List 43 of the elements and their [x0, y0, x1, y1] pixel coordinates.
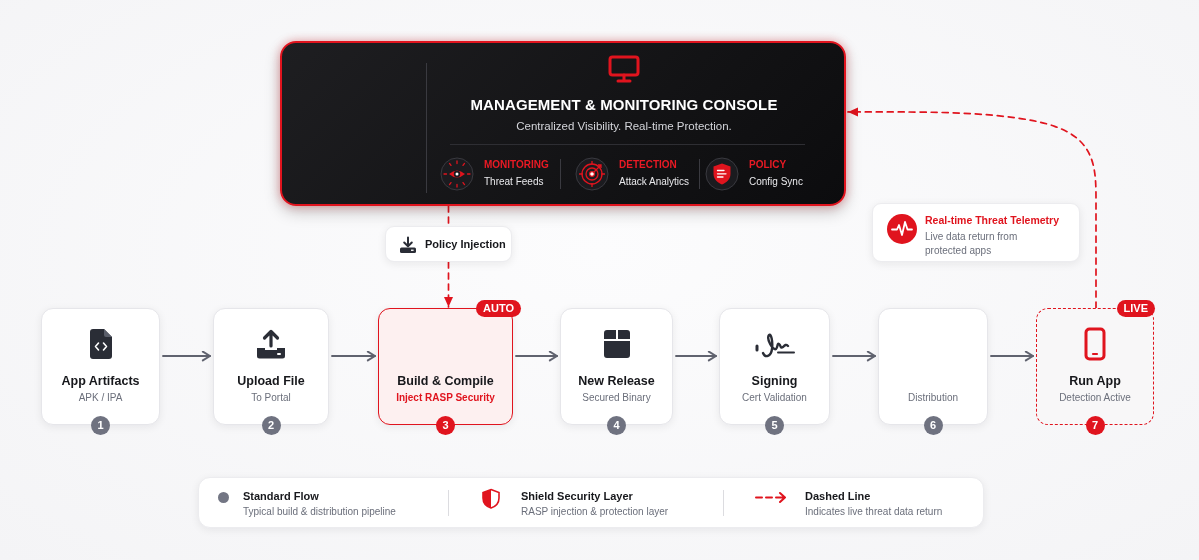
flow-arrow	[331, 350, 376, 362]
step-subtitle: APK / IPA	[78, 392, 123, 404]
flow-arrow	[162, 350, 211, 362]
step-title: Build & Compile	[397, 374, 494, 389]
step-title: New Release	[578, 374, 655, 389]
feature-text: Attack Analytics	[619, 176, 690, 188]
feature-title: DETECTION	[619, 159, 677, 171]
flow-arrow	[832, 350, 876, 362]
legend-label: Standard Flow	[243, 490, 319, 503]
flow-arrow	[675, 350, 717, 362]
step-title: Run App	[1069, 374, 1121, 389]
step-title: Upload File	[237, 374, 305, 389]
step-subtitle: Detection Active	[1059, 392, 1131, 404]
step-subtitle: Cert Validation	[742, 392, 807, 404]
step-subtitle: Distribution	[908, 392, 958, 404]
flow-arrow	[515, 350, 558, 362]
feature-title: POLICY	[749, 159, 787, 171]
legend-description: Typical build & distribution pipeline	[243, 506, 396, 518]
card-label: Policy Injection	[425, 238, 506, 251]
feature-text: Config Sync	[749, 176, 803, 188]
dashed-arrow	[444, 261, 453, 308]
step-subtitle: Inject RASP Security	[396, 392, 495, 404]
status-badge: LIVE	[1116, 300, 1155, 317]
panel-subtitle: Centralized Visibility. Real-time Protection.	[516, 120, 732, 134]
step-subtitle: Secured Binary	[582, 392, 651, 404]
card-text: Live data return from protected apps	[925, 230, 1019, 258]
status-badge: AUTO	[476, 300, 521, 317]
flow-arrow	[990, 350, 1034, 362]
feature-title: MONITORING	[484, 159, 549, 171]
legend-label: Dashed Line	[805, 490, 871, 503]
step-title: App Artifacts	[61, 374, 140, 389]
legend-description: RASP injection & protection layer	[521, 506, 669, 518]
info-card	[872, 203, 1080, 262]
step-title: Signing	[751, 374, 798, 389]
dashed-arrow	[847, 107, 1097, 309]
console-panel	[280, 41, 846, 206]
feature-text: Threat Feeds	[484, 176, 544, 188]
legend-label: Shield Security Layer	[521, 490, 633, 503]
label-card	[385, 226, 512, 262]
step-subtitle: To Portal	[251, 392, 291, 404]
card-title: Real-time Threat Telemetry	[925, 214, 1060, 227]
legend-description: Indicates live threat data return	[805, 506, 943, 518]
panel-title: MANAGEMENT & MONITORING CONSOLE	[470, 96, 778, 114]
